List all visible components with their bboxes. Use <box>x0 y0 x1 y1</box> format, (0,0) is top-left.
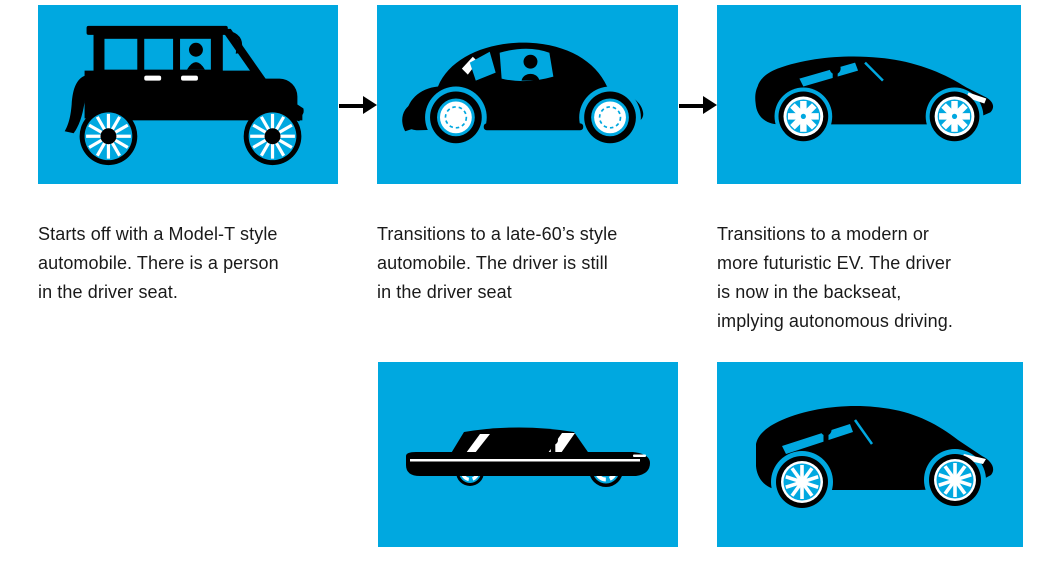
arrow-head <box>703 96 717 114</box>
modern-ev-sedan-passenger-in-backseat-icon <box>755 56 994 146</box>
caption-line: implying autonomous driving. <box>717 311 953 331</box>
caption-line: automobile. There is a person <box>38 253 279 273</box>
arrow-shaft <box>339 104 365 108</box>
panel-model-t <box>38 5 338 184</box>
panel-late-60s <box>377 5 678 184</box>
caption-late-60s: Transitions to a late-60’s style automob… <box>377 220 707 307</box>
caption-line: Transitions to a late-60’s style <box>377 224 618 244</box>
caption-line: in the driver seat. <box>38 282 178 302</box>
late-60s-beetle-automobile-with-driver-icon <box>402 42 644 149</box>
caption-line: in the driver seat <box>377 282 512 302</box>
arrow-head <box>363 96 377 114</box>
flow-arrow-1-right-arrow-icon <box>339 96 377 115</box>
caption-line: is now in the backseat, <box>717 282 902 302</box>
caption-model-t: Starts off with a Model-T style automobi… <box>38 220 368 307</box>
panel-late-60s-alt <box>378 362 678 547</box>
arrow-shaft <box>679 104 705 108</box>
caption-line: automobile. The driver is still <box>377 253 608 273</box>
caption-line: more futuristic EV. The driver <box>717 253 952 273</box>
caption-modern-ev: Transitions to a modern or more futurist… <box>717 220 1047 336</box>
caption-line: Starts off with a Model-T style <box>38 224 278 244</box>
late-60s-sedan-with-driver-icon <box>406 427 650 489</box>
flow-arrow-2-right-arrow-icon <box>679 96 717 115</box>
panel-modern-ev-alt <box>717 362 1023 547</box>
model-t-automobile-with-driver-icon <box>64 25 304 167</box>
caption-line: Transitions to a modern or <box>717 224 930 244</box>
modern-ev-crossover-passenger-in-backseat-icon <box>756 406 994 513</box>
panel-modern-ev <box>717 5 1021 184</box>
